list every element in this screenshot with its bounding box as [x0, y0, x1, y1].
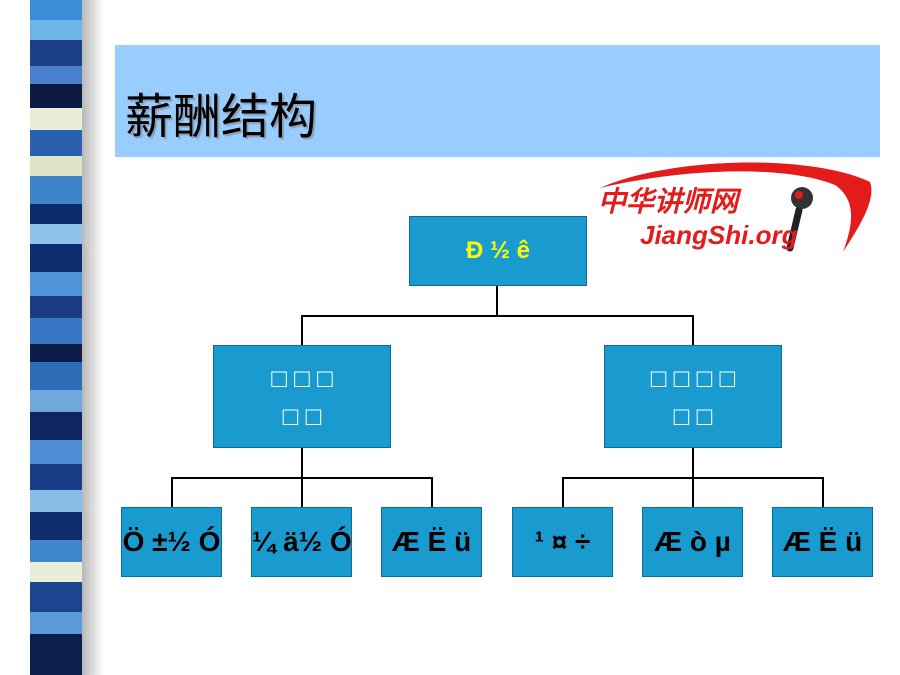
org-group-label: □ □ □ □ □ □ [650, 362, 736, 431]
stripe-shadow [82, 0, 104, 675]
connector-line [301, 477, 303, 507]
connector-line [301, 447, 303, 478]
connector-line [301, 315, 694, 317]
connector-line [496, 285, 498, 316]
org-leaf-box: Æ Ë ü [381, 507, 482, 577]
org-root-box: Ð ½ ê [409, 216, 587, 286]
logo-text-cn: 中华讲师网 [598, 185, 739, 218]
connector-line [692, 447, 694, 478]
logo-swoosh-icon [600, 162, 872, 252]
connector-line [301, 315, 303, 346]
org-leaf-label: ¹ ¤ ÷ [534, 526, 591, 557]
org-leaf-label: Ö ±½ Ó [122, 526, 221, 557]
org-leaf-box: ¼ ä½ Ó [251, 507, 352, 577]
org-leaf-label: Æ Ë ü [782, 526, 863, 557]
decorative-stripe [30, 0, 82, 675]
connector-line [692, 315, 694, 346]
org-leaf-box: ¹ ¤ ÷ [512, 507, 613, 577]
connector-line [562, 477, 564, 507]
org-leaf-box: Ö ±½ Ó [121, 507, 222, 577]
org-group-label: □ □ □ □ □ [271, 362, 333, 431]
connector-line [431, 477, 433, 507]
org-group-box: □ □ □ □ □ □ [604, 345, 782, 448]
title-bar: 薪酬结构 [115, 45, 880, 157]
org-leaf-label: Æ Ë ü [391, 526, 472, 557]
connector-line [822, 477, 824, 507]
org-group-box: □ □ □ □ □ [213, 345, 391, 448]
connector-line [692, 477, 694, 507]
org-leaf-label: Æ ò µ [654, 526, 731, 557]
org-leaf-box: Æ ò µ [642, 507, 743, 577]
connector-line [171, 477, 173, 507]
org-leaf-box: Æ Ë ü [772, 507, 873, 577]
logo-text-en: JiangShi.org [640, 220, 798, 250]
org-leaf-label: ¼ ä½ Ó [252, 526, 351, 557]
org-root-label: Ð ½ ê [465, 237, 531, 264]
slide-title: 薪酬结构 [125, 89, 318, 145]
